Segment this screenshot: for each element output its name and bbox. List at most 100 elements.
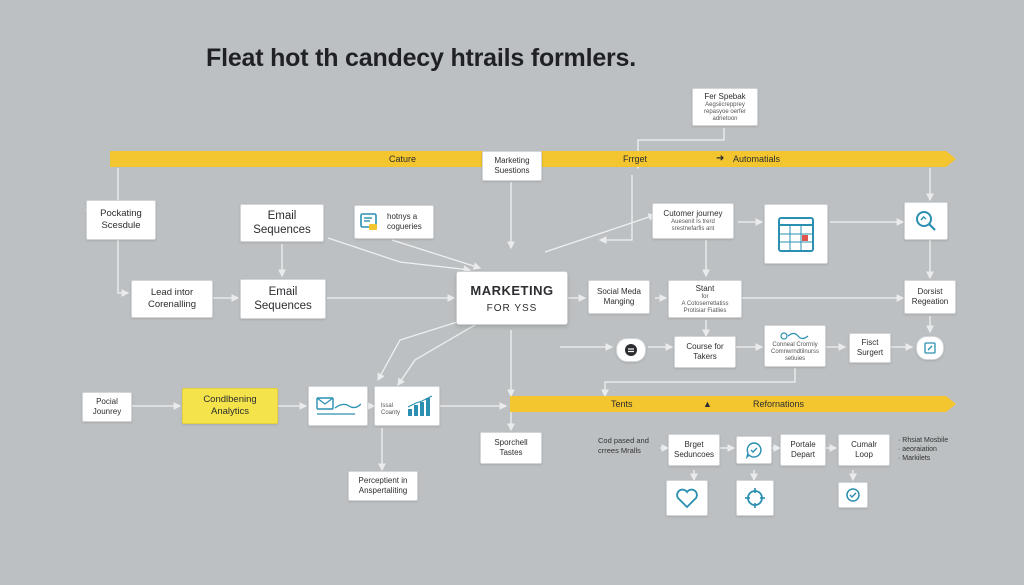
node-label: Jounrey [92,407,122,416]
email-sequences-mid-node[interactable]: Email Sequences [240,279,326,319]
node-label: Suestions [494,166,530,175]
node-label: Regeation [911,297,949,306]
note-line: · Rhsiat Mosbile [898,437,949,444]
edit-tile[interactable] [916,336,944,360]
node-label: Email [268,286,298,298]
document-chat-icon [360,213,377,230]
hub-subtitle: FOR YSS [486,302,538,314]
heart-icon [676,488,698,509]
node-label: Scesdule [101,220,141,231]
check-circle-icon [846,488,860,502]
node-label: Fisct [861,338,879,347]
node-label: Marketing [494,156,530,165]
marketing-hub-node[interactable]: MARKETING FOR YSS [456,271,568,325]
list-tile[interactable] [616,338,646,362]
portale-depart-node[interactable]: Portale Depart [780,434,826,466]
posting-schedule-node[interactable]: Pockating Scesdule [86,200,156,240]
node-label: Loop [855,450,873,459]
customer-journey-node[interactable]: Cutomer journey Auesenit Is trerd srestn… [652,203,734,239]
node-label: Sporchell [494,438,528,447]
right-notes: · Rhsiat Mosbile · aeoraiation · Markile… [898,436,948,463]
bar-label-frrget: Frrget [623,154,648,164]
node-label: Fer Spebak [704,91,746,101]
search-tile[interactable] [904,202,948,240]
node-sublabel: adrietoon [712,115,738,122]
bar-arrow-icon: ➜ [716,153,725,164]
node-label: Manging [603,297,635,306]
node-label: Perceptient in [358,476,408,485]
course-takers-node[interactable]: Course for Takers [674,336,736,368]
brget-seduncoes-node[interactable]: Brget Seduncoes [668,434,720,466]
node-label: Course for [686,342,724,351]
perceptient-node[interactable]: Perceptient in Anspertaliting [348,471,418,501]
node-label: Email [267,210,297,222]
social-media-node[interactable]: Social Meda Manging [588,280,650,314]
list-icon [625,344,637,356]
email-sequences-top-node[interactable]: Email Sequences [240,204,324,242]
fisct-surgert-node[interactable]: Fisct Surgert [849,333,891,363]
bar-label-automatials: Automatials [733,154,781,164]
node-sublabel: Auesenit Is trerd [671,219,715,225]
lead-generation-node[interactable]: Lead intor Corenalling [131,280,213,318]
stant-node[interactable]: Stant for A Cotoserretlatiss Protisiar F… [668,280,742,318]
target-icon [745,488,765,508]
bar-label-refornations: Refornations [753,399,805,409]
node-label: cogueries [387,222,422,231]
note-line: crrees Mralls [598,446,641,455]
calendar-tile[interactable] [764,204,828,264]
heart-tile[interactable] [666,480,708,516]
node-label: Surgert [856,348,884,357]
node-sublabel: A Cotoserretlatiss [681,300,729,307]
dorsist-regeation-node[interactable]: Dorsist Regeation [904,280,956,314]
node-label: Corenalling [147,299,197,310]
bottom-process-bar [510,396,956,412]
fer-speback-node[interactable]: Fer Spebak Aegsiicrepprey repasyoe oerfe… [692,88,758,126]
calendar-icon [778,217,814,252]
chat-check-tile[interactable] [736,436,772,464]
node-label: Anspertaliting [358,486,408,495]
node-label: Sequences [253,224,311,236]
note-line: · aeoraiation [898,446,937,453]
check-tile[interactable] [838,482,868,508]
node-label: Analytics [210,406,249,417]
node-label: Tastes [499,448,523,457]
search-icon [916,211,936,231]
node-label: Social Meda [596,287,642,296]
node-label: Cutomer journey [663,209,723,218]
target-tile[interactable] [736,480,774,516]
sporchell-tastes-node[interactable]: Sporchell Tastes [480,432,542,464]
node-sublabel: Comnwrndtilnurss [770,348,819,355]
node-label: Takers [693,352,717,361]
chat-check-icon [745,442,762,459]
node-sublabel: setiuies [784,355,806,362]
node-label: Seduncoes [673,450,715,459]
bar-label-cature: Cature [389,154,417,164]
node-sublabel: Coanty [381,410,401,416]
node-sublabel: Conneal Crorrniy [772,341,818,348]
diagram-title: Fleat hot th candecy htrails formlers. [206,44,637,72]
hub-title: MARKETING [470,282,554,298]
marketing-questions-node[interactable]: Marketing Suestions [482,151,542,181]
wave-chart-icon [780,331,809,340]
conneal-node[interactable]: Conneal Crorrniy Comnwrndtilnurss setiui… [764,325,826,367]
cumalr-loop-node[interactable]: Cumalr Loop [838,434,890,466]
bar-up-arrow-icon: ▲ [703,399,712,409]
left-notes: Cod pased and crrees Mralls [598,436,649,456]
pocial-journey-node[interactable]: Pocial Jounrey [82,392,132,422]
note-line: Cod pased and [598,436,649,445]
node-label: Brget [684,440,704,449]
node-label: Pockating [100,208,142,219]
bar-chart-icon [407,395,433,416]
node-sublabel: for [701,293,709,300]
node-label: Pocial [96,397,118,406]
node-label: Dorsist [917,287,943,296]
node-sublabel: srestnefarfis ant [671,226,715,232]
node-label: Condlbening [203,394,257,405]
hotnys-queries-node[interactable]: hotnys a cogueries [354,205,434,239]
node-label: Cumalr [851,440,877,449]
email-chart-tile[interactable] [308,386,368,426]
analytics-bars-tile[interactable]: lssal Coanty [374,386,440,426]
node-label: hotnys a [387,212,418,221]
conditioning-analytics-node[interactable]: Condlbening Analytics [182,388,278,424]
